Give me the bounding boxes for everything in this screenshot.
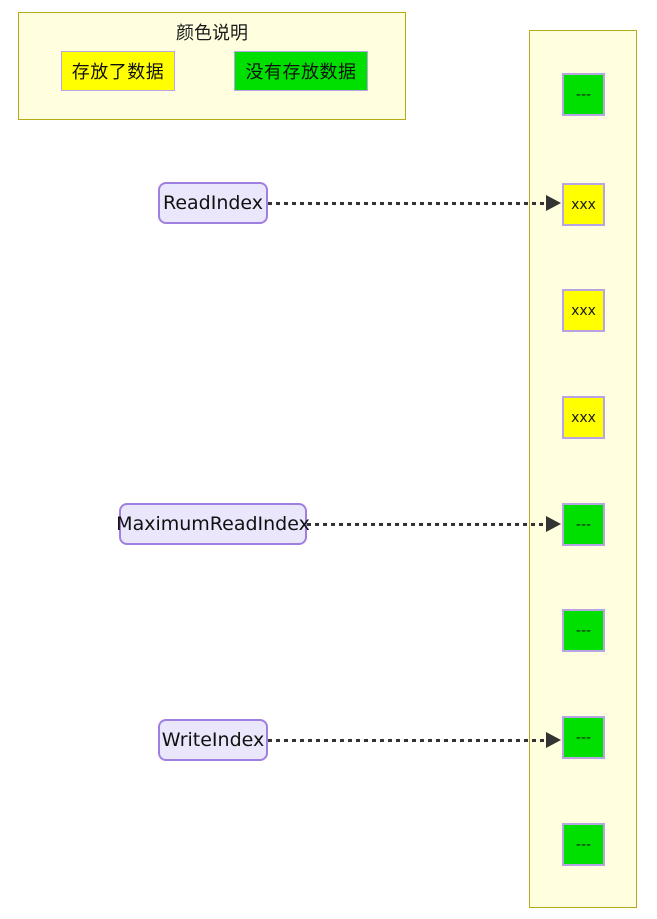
buffer-cell-1: xxx	[562, 183, 605, 226]
buffer-cell-2: xxx	[562, 289, 605, 332]
legend-swatch-empty: 没有存放数据	[234, 51, 368, 91]
connector-arrowhead-1	[546, 516, 561, 532]
buffer-cell-7: ---	[562, 823, 605, 866]
buffer-cell-4: ---	[562, 503, 605, 546]
legend-title: 颜色说明	[176, 23, 248, 44]
connector-arrowhead-0	[546, 195, 561, 211]
pointer-label-writeindex[interactable]: WriteIndex	[158, 719, 268, 761]
connector-line-2	[268, 739, 546, 742]
legend-panel: 颜色说明 存放了数据 没有存放数据	[18, 12, 406, 120]
connector-line-0	[268, 202, 546, 205]
buffer-cell-3: xxx	[562, 396, 605, 439]
connector-arrowhead-2	[546, 732, 561, 748]
legend-swatch-filled: 存放了数据	[61, 51, 175, 91]
ring-buffer-container: --- xxx xxx xxx --- --- --- ---	[529, 30, 637, 908]
buffer-cell-6: ---	[562, 716, 605, 759]
buffer-cell-0: ---	[562, 73, 605, 116]
buffer-cell-5: ---	[562, 609, 605, 652]
pointer-label-readindex[interactable]: ReadIndex	[158, 182, 268, 224]
connector-line-1	[307, 523, 546, 526]
pointer-label-maximumreadindex[interactable]: MaximumReadIndex	[116, 503, 310, 545]
